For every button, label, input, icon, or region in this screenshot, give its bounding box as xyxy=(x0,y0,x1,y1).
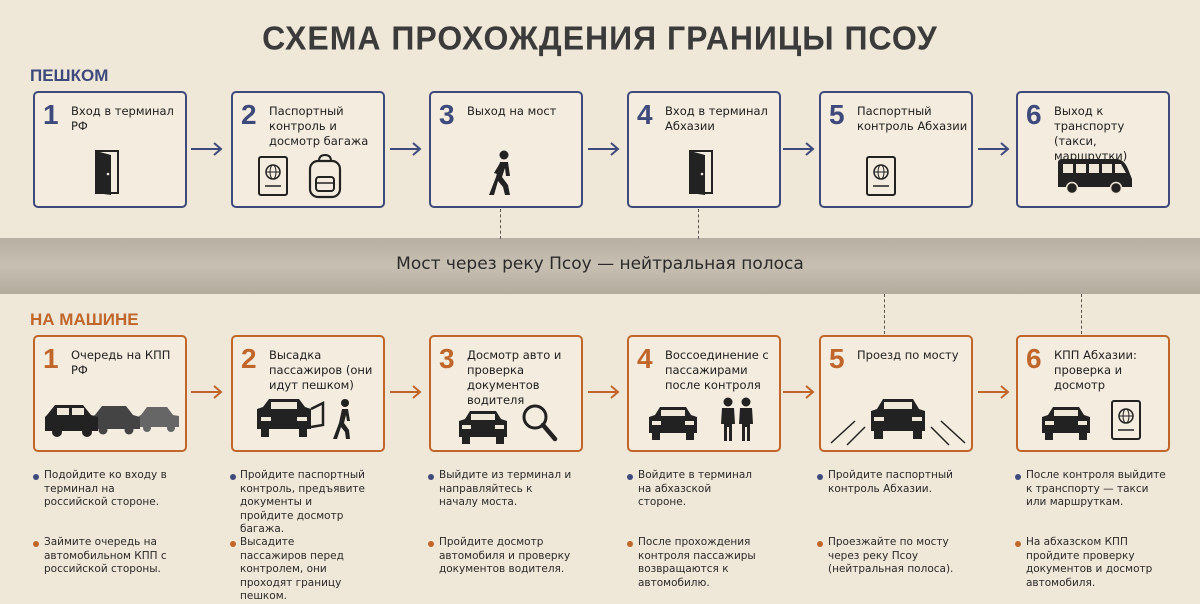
arrow-right-icon xyxy=(783,142,815,156)
car-step-3: 3 Досмотр авто и проверка документов вод… xyxy=(429,335,583,452)
car-queue-icon xyxy=(45,405,179,437)
car-step-4: 4 Воссоединение с пассажирами после конт… xyxy=(627,335,781,452)
walk-note-2: Пройдите паспортный контроль, предъявите… xyxy=(240,469,365,535)
walk-note-6: После контроля выйдите к транспорту — та… xyxy=(1026,469,1166,508)
car-step-5: 5 Проезд по мосту xyxy=(819,335,973,452)
walk-bullet xyxy=(33,474,39,480)
car-bullet xyxy=(428,541,434,547)
step-text: Выход к транспорту (такси, маршрутки) xyxy=(1054,104,1128,163)
arrow-right-icon xyxy=(783,385,815,399)
car-note-5: Проезжайте по мосту через реку Псоу (ней… xyxy=(828,536,954,575)
walk-bullet xyxy=(817,474,823,480)
car-front-icon xyxy=(649,407,697,440)
car-step-1: 1 Очередь на КПП РФ xyxy=(33,335,187,452)
step-number: 2 xyxy=(241,99,257,130)
walk-note-4: Войдите в терминал на абхазской стороне. xyxy=(638,469,752,508)
car-bullet xyxy=(1015,541,1021,547)
door-icon xyxy=(95,150,119,195)
walking-person-icon xyxy=(489,150,510,195)
walk-note-5: Пройдите паспортный контроль Абхазии. xyxy=(828,469,953,495)
car-note-6: На абхазском КПП пройдите проверку докум… xyxy=(1026,536,1153,589)
step-text: Вход в терминал Абхазии xyxy=(665,104,768,133)
walk-note-3: Выйдите из терминал и направляйтесь к на… xyxy=(439,469,572,508)
car-bullet xyxy=(817,541,823,547)
walk-step-5: 5 Паспортный контроль Абхазии xyxy=(819,91,973,208)
step-number: 1 xyxy=(43,99,59,130)
step-text: Воссоединение с пассажирами после контро… xyxy=(665,348,769,392)
arrow-right-icon xyxy=(191,142,223,156)
car-bullet xyxy=(33,541,39,547)
step-number: 4 xyxy=(637,99,653,130)
car-note-3: Пройдите досмотр автомобиля и проверку д… xyxy=(439,536,571,575)
walk-section-label: ПЕШКОМ xyxy=(30,66,109,85)
step-text: КПП Абхазии: проверка и досмотр xyxy=(1054,348,1137,392)
connector-walk-3 xyxy=(500,209,501,239)
arrow-right-icon xyxy=(191,385,223,399)
car-front-icon xyxy=(459,411,507,444)
step-number: 2 xyxy=(241,343,257,374)
arrow-right-icon xyxy=(588,142,620,156)
walk-bullet xyxy=(428,474,434,480)
magnifier-icon xyxy=(522,404,558,442)
step-text: Проезд по мосту xyxy=(857,348,959,362)
connector-walk-4 xyxy=(698,209,699,239)
car-step-2: 2 Высадка пассажиров (они идут пешком) xyxy=(231,335,385,452)
arrow-right-icon xyxy=(390,142,422,156)
step-text: Вход в терминал РФ xyxy=(71,104,174,133)
step-number: 5 xyxy=(829,99,845,130)
arrow-right-icon xyxy=(588,385,620,399)
car-bullet xyxy=(627,541,633,547)
walk-step-4: 4 Вход в терминал Абхазии xyxy=(627,91,781,208)
bridge-band xyxy=(0,238,1200,294)
step-text: Досмотр авто и проверка документов водит… xyxy=(467,348,562,407)
step-number: 6 xyxy=(1026,99,1042,130)
walk-bullet xyxy=(627,474,633,480)
step-number: 5 xyxy=(829,343,845,374)
step-text: Выход на мост xyxy=(467,104,557,118)
step-number: 1 xyxy=(43,343,59,374)
car-bridge-icon xyxy=(830,399,966,446)
arrow-right-icon xyxy=(978,385,1010,399)
passport-icon xyxy=(1111,400,1141,440)
step-text: Высадка пассажиров (они идут пешком) xyxy=(269,348,373,392)
walk-step-2: 2 Паспортный контроль и досмотр багажа xyxy=(231,91,385,208)
connector-car-5 xyxy=(884,294,885,334)
door-icon xyxy=(689,150,713,195)
car-note-4: После прохождения контроля пассажиры воз… xyxy=(638,536,756,589)
car-front-icon xyxy=(1042,407,1090,440)
car-section-label: НА МАШИНЕ xyxy=(30,310,139,329)
walk-step-6: 6 Выход к транспорту (такси, маршрутки) xyxy=(1016,91,1170,208)
two-people-icon xyxy=(721,397,753,441)
car-step-6: 6 КПП Абхазии: проверка и досмотр xyxy=(1016,335,1170,452)
arrow-right-icon xyxy=(390,385,422,399)
minibus-icon xyxy=(1058,159,1132,195)
step-number: 3 xyxy=(439,99,455,130)
step-text: Паспортный контроль и досмотр багажа xyxy=(269,104,369,148)
bridge-label: Мост через реку Псоу — нейтральная полос… xyxy=(396,254,804,274)
walk-note-1: Подойдите ко входу в терминал на российс… xyxy=(44,469,167,508)
step-text: Паспортный контроль Абхазии xyxy=(857,104,968,133)
page-title: СХЕМА ПРОХОЖДЕНИЯ ГРАНИЦЫ ПСОУ xyxy=(262,19,938,57)
car-bullet xyxy=(230,541,236,547)
step-text: Очередь на КПП РФ xyxy=(71,348,171,377)
car-note-2: Высадите пассажиров перед контролем, они… xyxy=(240,536,344,602)
car-note-1: Займите очередь на автомобильном КПП с р… xyxy=(44,536,167,575)
walk-step-1: 1 Вход в терминал РФ xyxy=(33,91,187,208)
walk-step-3: 3 Выход на мост xyxy=(429,91,583,208)
passport-icon xyxy=(258,156,288,196)
backpack-icon xyxy=(308,153,342,199)
walk-bullet xyxy=(1015,474,1021,480)
car-open-door-person-icon xyxy=(257,399,350,439)
arrow-right-icon xyxy=(978,142,1010,156)
step-number: 4 xyxy=(637,343,653,374)
step-number: 6 xyxy=(1026,343,1042,374)
passport-icon xyxy=(866,156,896,196)
connector-car-6 xyxy=(1081,294,1082,334)
walk-bullet xyxy=(230,474,236,480)
step-number: 3 xyxy=(439,343,455,374)
